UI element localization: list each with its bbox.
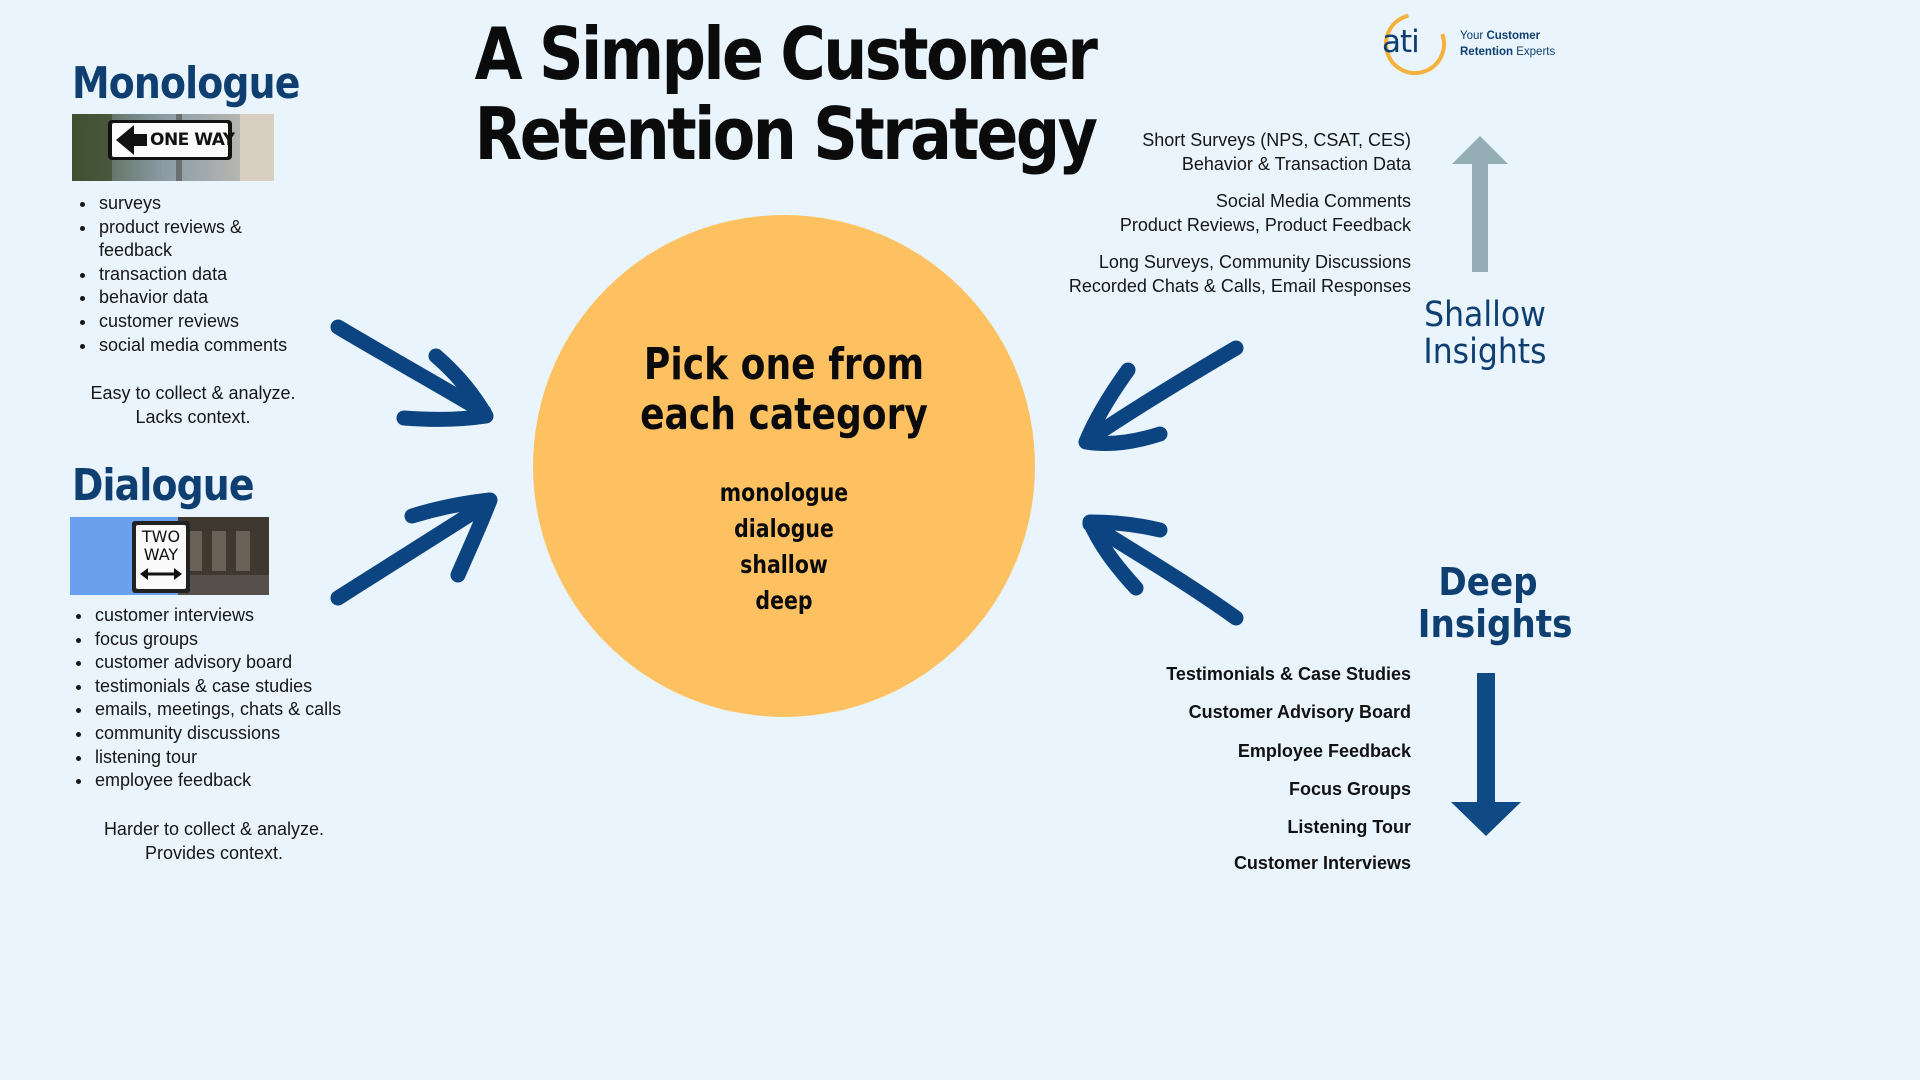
logo-tagline-2a: Retention [1460, 46, 1514, 58]
deep-item: Focus Groups [1288, 779, 1411, 799]
deep-insights-label: Deep Insights [1417, 560, 1573, 646]
deep-item: Customer Advisory Board [1188, 702, 1411, 722]
monologue-note-line-2: Lacks context. [135, 407, 251, 427]
list-item: employee feedback [93, 769, 383, 793]
shallow-label-line-1: Shallow [1424, 295, 1546, 335]
two-way-sign-image: TWO WAY [70, 517, 269, 595]
deep-item: Listening Tour [1287, 817, 1411, 837]
category-item: shallow [740, 550, 828, 579]
shallow-label-line-2: Insights [1423, 332, 1547, 372]
two-way-sign-text: TWO WAY [136, 528, 186, 564]
arrow-top-left-icon [330, 319, 494, 427]
deep-item: Employee Feedback [1237, 741, 1411, 761]
arrow-top-right-icon [1078, 340, 1244, 452]
one-way-sign-image: ONE WAY [72, 114, 274, 181]
category-item: monologue [719, 478, 849, 507]
dialogue-note-line-2: Provides context. [144, 843, 284, 863]
monologue-list: surveys product reviews & feedback trans… [72, 192, 317, 357]
title-line-1: A Simple Customer [474, 12, 1098, 96]
shallow-text-line: Long Surveys, Community Discussions [1098, 252, 1411, 272]
deep-down-arrow-icon [1451, 673, 1521, 836]
center-heading-line-1: Pick one from [643, 339, 925, 390]
logo-tagline: Your Customer Retention Experts [1460, 28, 1555, 60]
logo-tagline-2b: Experts [1513, 46, 1556, 58]
list-item: emails, meetings, chats & calls [93, 698, 383, 722]
list-item: focus groups [93, 628, 383, 652]
center-heading: Pick one from each category [533, 340, 1035, 440]
shallow-insights-label: Shallow Insights [1416, 297, 1555, 371]
shallow-group-2: Social Media Comments Product Reviews, P… [1120, 190, 1411, 237]
center-heading-line-2: each category [640, 389, 928, 440]
two-way-sign-line-1: TWO [141, 527, 181, 546]
one-way-sign-text: ONE WAY [150, 130, 235, 150]
logo-tagline-1a: Your [1460, 30, 1487, 42]
shallow-text-line: Product Reviews, Product Feedback [1119, 214, 1411, 235]
list-item: testimonials & case studies [93, 675, 383, 699]
arrow-bottom-right-icon [1082, 514, 1244, 626]
category-item: dialogue [734, 514, 834, 543]
shallow-group-3: Long Surveys, Community Discussions Reco… [1069, 251, 1411, 298]
logo-tagline-1b: Customer [1486, 30, 1541, 42]
two-way-sign-line-2: WAY [143, 545, 179, 564]
shallow-up-arrow-icon [1452, 136, 1508, 272]
dialogue-note-line-1: Harder to collect & analyze. [103, 819, 325, 839]
list-item: product reviews & feedback [97, 216, 317, 263]
category-item: deep [755, 586, 813, 615]
shallow-group-1: Short Surveys (NPS, CSAT, CES) Behavior … [1142, 129, 1411, 176]
deep-item: Testimonials & Case Studies [1166, 664, 1411, 684]
logo-mark: ati [1382, 24, 1420, 60]
list-item: social media comments [97, 334, 317, 358]
deep-item: Customer Interviews [1233, 853, 1411, 873]
center-circle [533, 215, 1035, 717]
list-item: transaction data [97, 263, 317, 287]
dialogue-heading: Dialogue [72, 460, 255, 511]
dialogue-list: customer interviews focus groups custome… [68, 604, 383, 793]
list-item: community discussions [93, 722, 383, 746]
page-title: A Simple Customer Retention Strategy [380, 14, 1190, 174]
list-item: surveys [97, 192, 317, 216]
shallow-text-line: Short Surveys (NPS, CSAT, CES) [1142, 130, 1411, 150]
list-item: listening tour [93, 746, 383, 770]
monologue-note-line-1: Easy to collect & analyze. [90, 383, 296, 403]
shallow-text-line: Behavior & Transaction Data [1181, 153, 1411, 174]
list-item: customer interviews [93, 604, 383, 628]
arrows-layer [330, 136, 1521, 836]
list-item: customer reviews [97, 310, 317, 334]
monologue-heading: Monologue [72, 58, 300, 109]
dialogue-note: Harder to collect & analyze. Provides co… [84, 817, 344, 865]
shallow-text-line: Recorded Chats & Calls, Email Responses [1068, 275, 1411, 296]
arrow-bottom-left-icon [330, 492, 498, 606]
monologue-note: Easy to collect & analyze. Lacks context… [72, 381, 314, 429]
deep-label-line-1: Deep [1438, 560, 1538, 604]
logo-ring-icon [1384, 13, 1446, 75]
list-item: customer advisory board [93, 651, 383, 675]
title-line-2: Retention Strategy [474, 92, 1098, 176]
deep-label-line-2: Insights [1417, 602, 1573, 646]
ati-logo: ati Your Customer Retention Experts [1382, 10, 1562, 80]
list-item: behavior data [97, 286, 317, 310]
shallow-text-line: Social Media Comments [1215, 191, 1411, 211]
category-list: monologue dialogue shallow deep [533, 475, 1035, 619]
